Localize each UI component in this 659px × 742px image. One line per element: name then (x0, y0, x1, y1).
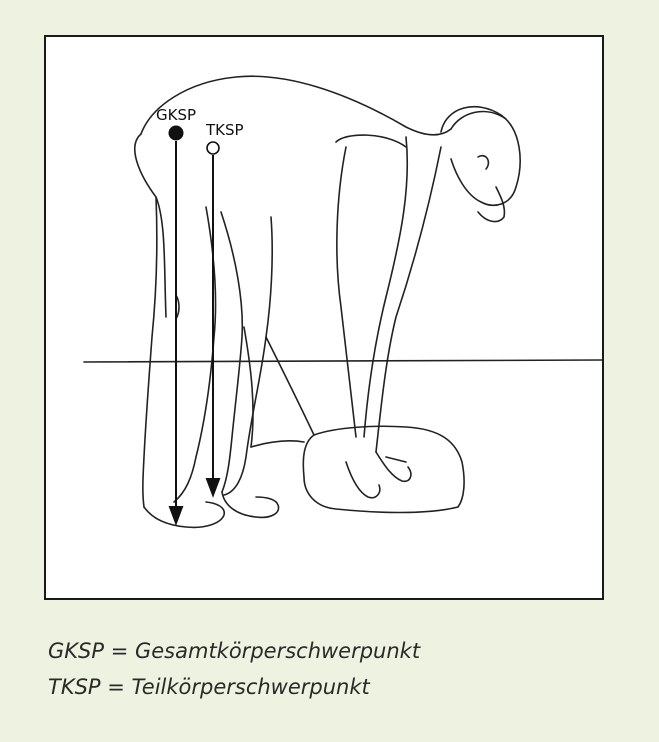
legend-gksp: GKSP = Gesamtkörperschwerpunkt (48, 633, 638, 669)
front-leg-inner (174, 207, 216, 502)
hand-right (376, 452, 411, 481)
bending-person-illustration: GKSP TKSP (46, 37, 602, 598)
hair-outline (451, 112, 506, 129)
front-foot (144, 502, 224, 527)
bag-crease (386, 457, 406, 462)
arm-inner (337, 147, 356, 437)
floor-line (84, 360, 602, 362)
stretch-leg (266, 337, 314, 435)
stretch-leg-lower (251, 441, 304, 447)
bag-outline (303, 426, 464, 512)
back-leg-calf (244, 327, 253, 447)
back-foot (222, 492, 279, 517)
gksp-label: GKSP (156, 106, 196, 124)
shoulder-curve (336, 135, 406, 147)
legend: GKSP = Gesamtkörperschwerpunkt TKSP = Te… (48, 633, 638, 705)
back-leg-outer (221, 212, 242, 492)
figure-frame: GKSP TKSP (44, 35, 604, 600)
ear-outline (478, 156, 488, 169)
front-leg-outer (143, 197, 157, 507)
arm-upper (364, 137, 407, 437)
buttock-outline (135, 134, 166, 317)
tksp-marker (207, 142, 219, 154)
hand-left (346, 462, 380, 498)
gksp-arrow-head (170, 507, 182, 523)
legend-tksp: TKSP = Teilkörperschwerpunkt (48, 669, 638, 705)
gksp-marker (169, 126, 183, 140)
tksp-label: TKSP (205, 121, 244, 139)
tksp-arrow-head (207, 479, 219, 495)
